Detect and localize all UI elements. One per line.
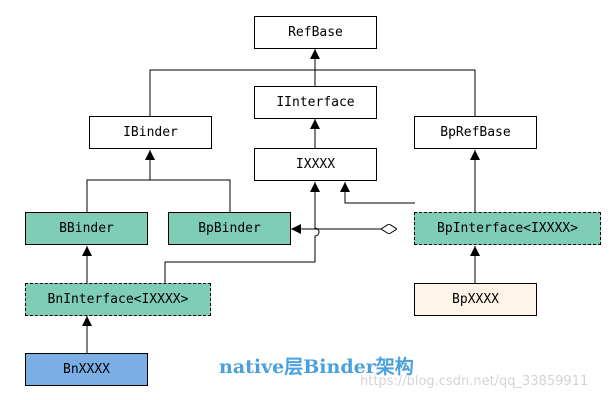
node-bpbinder: BpBinder: [168, 212, 291, 245]
node-bninterface: BnInterface<IXXXX>: [25, 283, 211, 316]
edge-bbinder-bpbinder-ibinder: [86, 179, 231, 212]
node-iinterface: IInterface: [254, 86, 377, 119]
node-refbase: RefBase: [254, 16, 377, 49]
node-bnxxxx: BnXXXX: [25, 353, 148, 386]
node-ixxxx: IXXXX: [254, 148, 377, 181]
watermark: https://blog.csdn.net/qq_33859911: [360, 374, 589, 389]
edge-ibinder-refbase: [149, 69, 476, 116]
node-bpxxxx: BpXXXX: [414, 283, 537, 316]
diagram-caption: native层Binder架构: [219, 356, 414, 378]
edge-bpinterface-ixxxx: [340, 182, 415, 204]
node-bpinterface: BpInterface<IXXXX>: [414, 212, 601, 245]
node-bprefbase: BpRefBase: [414, 116, 537, 149]
node-ibinder: IBinder: [89, 116, 212, 149]
node-bbinder: BBinder: [25, 212, 148, 245]
